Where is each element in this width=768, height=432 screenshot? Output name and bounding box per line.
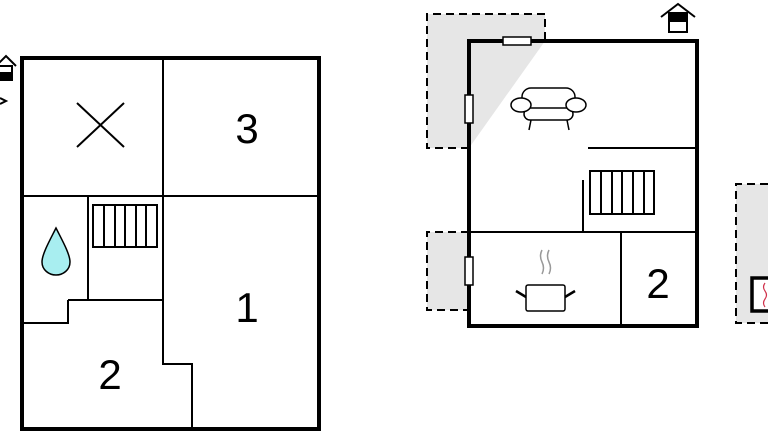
entrance-house-icon <box>660 2 696 33</box>
fireplace-icon <box>750 276 768 313</box>
interior-walls <box>469 147 697 326</box>
stairs-icon <box>589 170 655 215</box>
cooking-pot-icon <box>515 249 576 312</box>
terrace <box>426 13 546 149</box>
terrace <box>426 231 469 311</box>
room-label: 2 <box>646 260 669 307</box>
cross-icon <box>76 102 125 148</box>
window <box>464 94 474 124</box>
outer-wall <box>20 56 321 431</box>
window <box>464 256 474 286</box>
interior-walls <box>22 58 319 429</box>
floor-plan-right: 2 <box>426 2 768 328</box>
water-drop-icon <box>41 226 71 276</box>
room-label: 1 <box>235 284 258 331</box>
window <box>502 36 532 46</box>
sofa-icon <box>510 87 587 131</box>
room-label: 3 <box>235 105 258 152</box>
floor-plan-left: 3 1 2 <box>0 54 321 431</box>
entrance-house-icon <box>0 54 17 105</box>
stairs-icon <box>92 204 158 248</box>
room-label: 2 <box>98 351 121 398</box>
outer-wall <box>467 39 699 328</box>
